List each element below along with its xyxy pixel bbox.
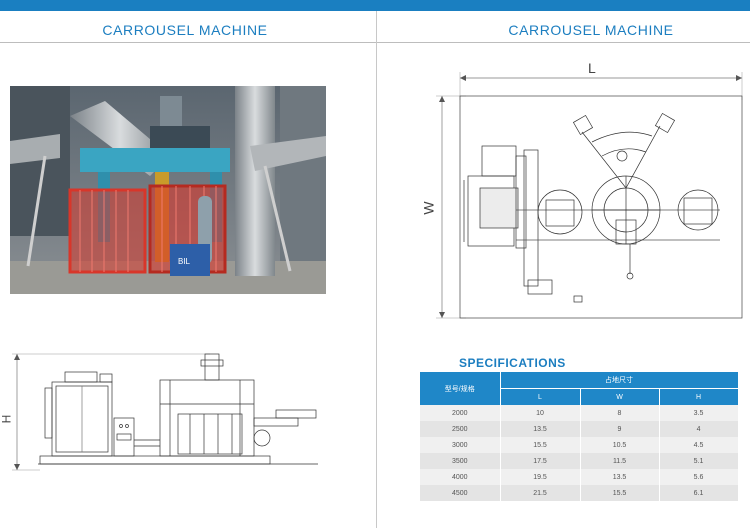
cell-model: 4000 (420, 469, 501, 485)
cell-L: 15.5 (500, 437, 581, 453)
table-row: 3500 17.5 11.5 5.1 (420, 453, 739, 469)
cell-W: 10.5 (580, 437, 660, 453)
plan-view-drawing: L W (420, 60, 748, 322)
table-row: 4500 21.5 15.5 6.1 (420, 485, 739, 501)
cell-H: 3.5 (659, 405, 739, 421)
right-header-rule (377, 42, 750, 43)
cell-W: 9 (580, 421, 660, 437)
left-header-rule (0, 42, 376, 43)
cell-H: 5.6 (659, 469, 739, 485)
header-L: L (500, 388, 581, 405)
cell-L: 19.5 (500, 469, 581, 485)
left-page-title: CARROUSEL MACHINE (102, 22, 268, 38)
cell-model: 3500 (420, 453, 501, 469)
cell-H: 5.1 (659, 453, 739, 469)
table-row: 2000 10 8 3.5 (420, 405, 739, 421)
cell-W: 8 (580, 405, 660, 421)
side-view-drawing: H (0, 346, 340, 476)
cell-model: 2000 (420, 405, 501, 421)
cell-model: 4500 (420, 485, 501, 501)
cell-L: 13.5 (500, 421, 581, 437)
welder-sign-text: BIL (178, 257, 191, 266)
cell-H: 4 (659, 421, 739, 437)
cell-W: 13.5 (580, 469, 660, 485)
machine-photo: BIL (10, 86, 326, 294)
right-page-title: CARROUSEL MACHINE (508, 22, 674, 38)
header-W: W (580, 388, 660, 405)
cell-H: 4.5 (659, 437, 739, 453)
cell-model: 2500 (420, 421, 501, 437)
model-header: 型号/规格 (420, 372, 501, 405)
cell-L: 17.5 (500, 453, 581, 469)
table-row: 4000 19.5 13.5 5.6 (420, 469, 739, 485)
length-dimension-label: L (588, 60, 596, 76)
cell-model: 3000 (420, 437, 501, 453)
width-dimension-label: W (420, 201, 437, 215)
footprint-header: 占地尺寸 (500, 372, 739, 389)
table-row: 3000 15.5 10.5 4.5 (420, 437, 739, 453)
cell-L: 10 (500, 405, 581, 421)
cell-W: 11.5 (580, 453, 660, 469)
top-color-bar (0, 0, 750, 11)
page-divider (376, 11, 377, 528)
specifications-title: SPECIFICATIONS (459, 356, 566, 370)
height-dimension-label: H (0, 414, 14, 424)
cell-H: 6.1 (659, 485, 739, 501)
header-H: H (659, 388, 739, 405)
cell-L: 21.5 (500, 485, 581, 501)
specifications-table: 型号/规格 占地尺寸 L W H 2000 10 8 3.5 2500 13.5… (420, 372, 739, 501)
table-row: 2500 13.5 9 4 (420, 421, 739, 437)
cell-W: 15.5 (580, 485, 660, 501)
